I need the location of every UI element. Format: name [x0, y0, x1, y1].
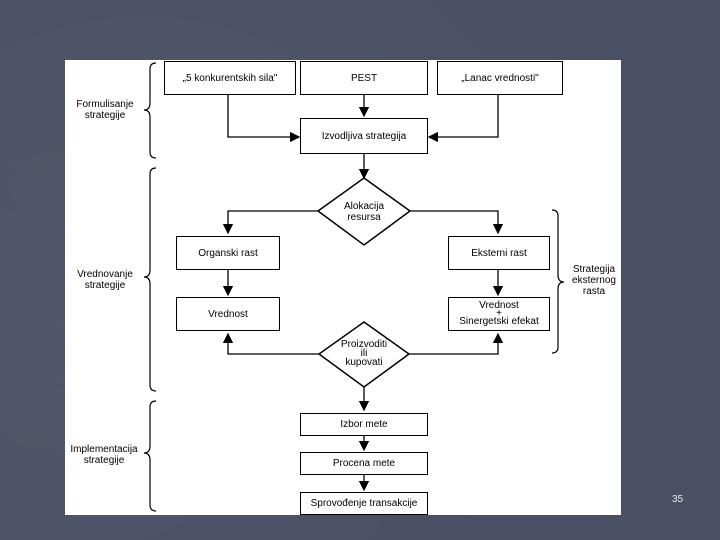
box-feasible-strategy: Izvodljiva strategija	[300, 118, 428, 154]
arrow-makebuy-synergy	[409, 332, 504, 355]
label-strategy-implementation: Implementacija strategije	[70, 444, 138, 466]
box-organic-growth: Organski rast	[176, 236, 280, 270]
arrow-valuechain-feasible	[427, 94, 499, 143]
decision-makebuy-diamond	[317, 321, 411, 388]
arrow-allocation-external	[410, 210, 504, 235]
label-strategy-formulation: Formulisanje strategije	[76, 99, 134, 121]
arrow-makebuy-value	[222, 332, 319, 355]
box-value-chain: „Lanac vrednosti"	[437, 61, 563, 95]
box-external-growth: Eksterni rast	[448, 236, 550, 270]
brace-evaluation	[143, 167, 157, 392]
arrow-porter-feasible	[227, 94, 301, 143]
decision-allocation-diamond	[316, 177, 412, 246]
box-target-selection: Izbor mete	[300, 413, 428, 436]
box-target-evaluation: Procena mete	[300, 452, 428, 475]
brace-external-strategy	[551, 209, 565, 354]
box-value: Vrednost	[176, 297, 280, 331]
page-number: 35	[672, 494, 684, 505]
brace-formulation	[143, 62, 157, 159]
decision-makebuy-label: Proizvoditi ili kupovati	[340, 339, 388, 368]
box-pest: PEST	[300, 61, 428, 95]
decision-allocation-label: Alokacija resursa	[343, 201, 385, 223]
label-external-growth-strategy: Strategija eksternog rasta	[572, 264, 616, 297]
brace-implementation	[143, 400, 157, 512]
arrow-allocation-organic	[222, 210, 318, 235]
box-porter-five-forces: „5 konkurentskih sila"	[164, 61, 296, 95]
box-transaction: Sprovođenje transakcije	[300, 492, 428, 515]
label-strategy-evaluation: Vrednovanje strategije	[77, 269, 133, 291]
box-value-synergy: Vrednost + Sinergetski efekat	[448, 297, 550, 331]
